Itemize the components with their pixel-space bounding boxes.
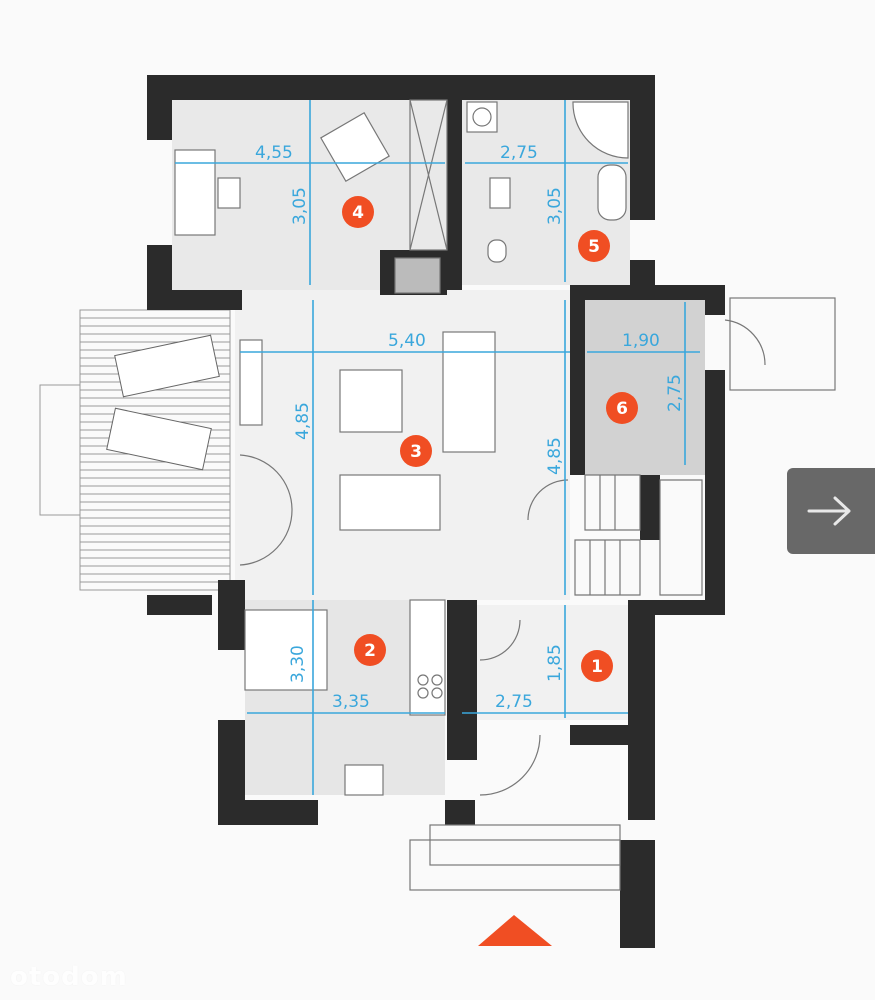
dim-room1-depth: 1,85: [545, 644, 565, 682]
room-6-floor: [585, 300, 705, 475]
arrow-right-icon: [807, 496, 851, 526]
dim-room2-depth: 3,30: [288, 645, 308, 683]
watermark: otodom: [10, 962, 128, 992]
svg-text:6: 6: [616, 399, 628, 419]
svg-text:2: 2: [364, 641, 376, 661]
dim-room3-depth-left: 4,85: [293, 402, 313, 440]
dim-room5-width: 2,75: [500, 143, 538, 163]
entrance-marker: [478, 915, 552, 946]
room-marker-6: 6: [606, 392, 638, 424]
room-marker-2: 2: [354, 634, 386, 666]
dim-room5-depth: 3,05: [545, 187, 565, 225]
room-marker-1: 1: [581, 650, 613, 682]
room-marker-4: 4: [342, 196, 374, 228]
dim-room6-depth: 2,75: [665, 374, 685, 412]
dim-room4-width: 4,55: [255, 143, 293, 163]
svg-text:5: 5: [588, 237, 600, 257]
dimension-lines: [175, 100, 700, 795]
dim-room4-depth: 3,05: [290, 187, 310, 225]
svg-text:3: 3: [410, 442, 422, 462]
svg-text:4: 4: [352, 203, 364, 223]
dim-room6-width: 1,90: [622, 331, 660, 351]
dim-room1-width: 2,75: [495, 692, 533, 712]
svg-text:1: 1: [591, 657, 603, 677]
room-marker-3: 3: [400, 435, 432, 467]
room-marker-5: 5: [578, 230, 610, 262]
terrace: [39, 309, 231, 591]
furniture: [174, 99, 836, 891]
dim-room3-width: 5,40: [388, 331, 426, 351]
dim-room3-depth-right: 4,85: [545, 437, 565, 475]
next-image-button[interactable]: [787, 468, 875, 554]
dim-room2-width: 3,35: [332, 692, 370, 712]
